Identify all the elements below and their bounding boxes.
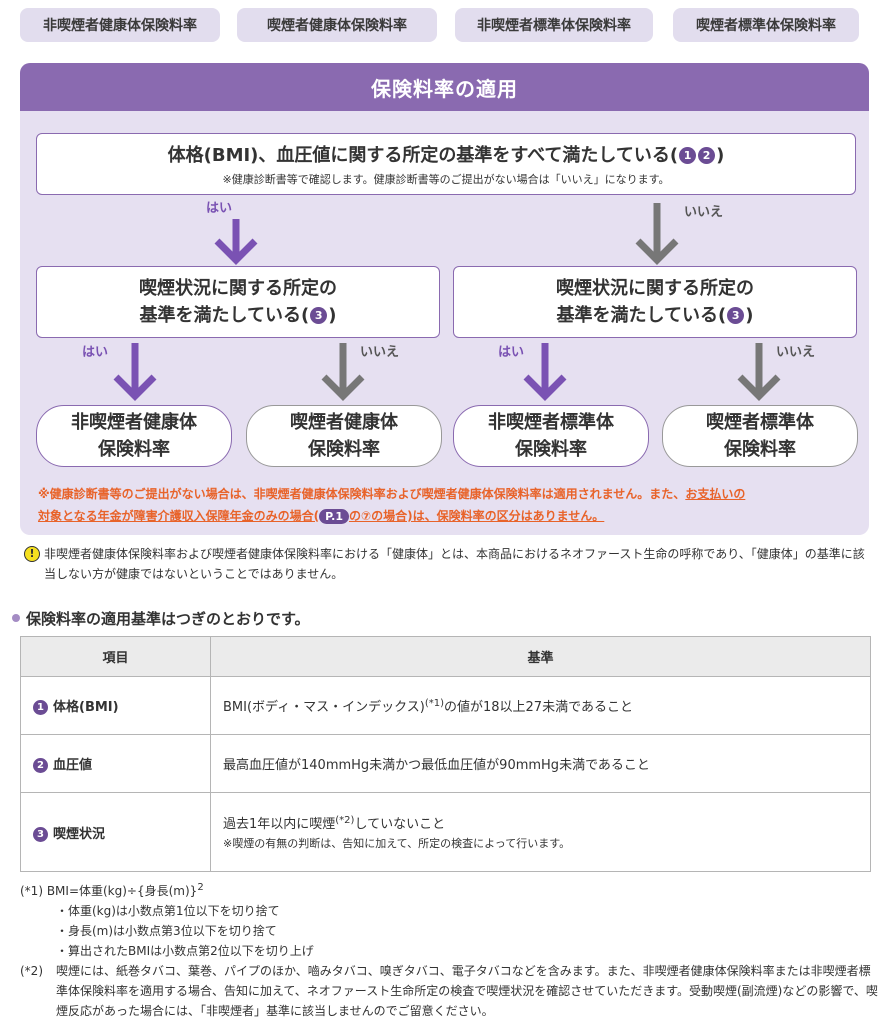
header-criteria: 基準 xyxy=(210,636,871,677)
table-header-row: 項目 基準 xyxy=(20,636,871,677)
yes-label: はい xyxy=(206,201,233,216)
footnote-2: (*2) 喫煙には、紙巻タバコ、葉巻、パイプのほか、嚙みタバコ、嗅ぎタバコ、電子… xyxy=(20,964,878,1018)
arrow-down-icon xyxy=(523,343,567,401)
number-1-badge: 1 xyxy=(33,700,48,715)
no-label: いいえ xyxy=(360,345,400,360)
bullet-icon xyxy=(12,614,20,622)
rate-tabs: 非喫煙者健康体保険料率 喫煙者健康体保険料率 非喫煙者標準体保険料率 喫煙者標準… xyxy=(20,8,859,42)
question-1-text: 体格(BMI)、血圧値に関する所定の基準をすべて満たしている xyxy=(167,144,670,166)
arrow-down-icon xyxy=(113,343,157,401)
question-smoking-left: 喫煙状況に関する所定の 基準を満たしている(3) xyxy=(36,266,440,338)
no-label: いいえ xyxy=(776,345,816,360)
question-smoking-right: 喫煙状況に関する所定の 基準を満たしている(3) xyxy=(453,266,857,338)
rate-application-panel: 保険料率の適用 体格(BMI)、血圧値に関する所定の基準をすべて満たしている(1… xyxy=(20,63,869,535)
question-1-note: ※健康診断書等で確認します。健康診断書等のご提出がない場合は「いいえ」になります… xyxy=(222,172,670,186)
number-3-badge: 3 xyxy=(33,826,48,842)
arrow-down-icon xyxy=(635,203,679,265)
number-3-badge: 3 xyxy=(727,307,745,324)
header-item: 項目 xyxy=(20,636,211,677)
no-label: いいえ xyxy=(684,205,724,220)
tab-smoker-healthy[interactable]: 喫煙者健康体保険料率 xyxy=(237,8,437,42)
number-3-badge: 3 xyxy=(310,307,328,324)
exclamation-icon: ! xyxy=(24,546,40,562)
number-2-badge: 2 xyxy=(33,758,48,773)
panel-title: 保険料率の適用 xyxy=(20,63,869,111)
footnote-1: (*1) BMI=体重(kg)÷{身長(m)}2 xyxy=(20,882,204,898)
tab-nonsmoker-standard[interactable]: 非喫煙者標準体保険料率 xyxy=(455,8,653,42)
number-2-badge: 2 xyxy=(698,146,716,164)
caution-note: ! 非喫煙者健康体保険料率および喫煙者健康体保険料率における「健康体」とは、本商… xyxy=(24,544,874,584)
result-nonsmoker-healthy: 非喫煙者健康体保険料率 xyxy=(36,405,232,467)
result-nonsmoker-standard: 非喫煙者標準体保険料率 xyxy=(453,405,649,467)
result-smoker-standard: 喫煙者標準体保険料率 xyxy=(662,405,858,467)
footnotes: (*1) BMI=体重(kg)÷{身長(m)}2 ・体重(kg)は小数点第1位以… xyxy=(20,878,880,1021)
page-reference-badge: P.1 xyxy=(319,509,350,524)
arrow-down-icon xyxy=(214,219,258,265)
arrow-down-icon xyxy=(321,343,365,401)
section-heading: 保険料率の適用基準はつぎのとおりです。 xyxy=(12,608,310,629)
tab-nonsmoker-healthy[interactable]: 非喫煙者健康体保険料率 xyxy=(20,8,220,42)
yes-label: はい xyxy=(82,345,109,360)
yes-label: はい xyxy=(498,345,525,360)
arrow-down-icon xyxy=(737,343,781,401)
result-smoker-healthy: 喫煙者健康体保険料率 xyxy=(246,405,442,467)
tab-smoker-standard[interactable]: 喫煙者標準体保険料率 xyxy=(673,8,859,42)
number-1-badge: 1 xyxy=(679,146,697,164)
panel-note: ※健康診断書等のご提出がない場合は、非喫煙者健康体保険料率および喫煙者健康体保険… xyxy=(38,487,746,524)
